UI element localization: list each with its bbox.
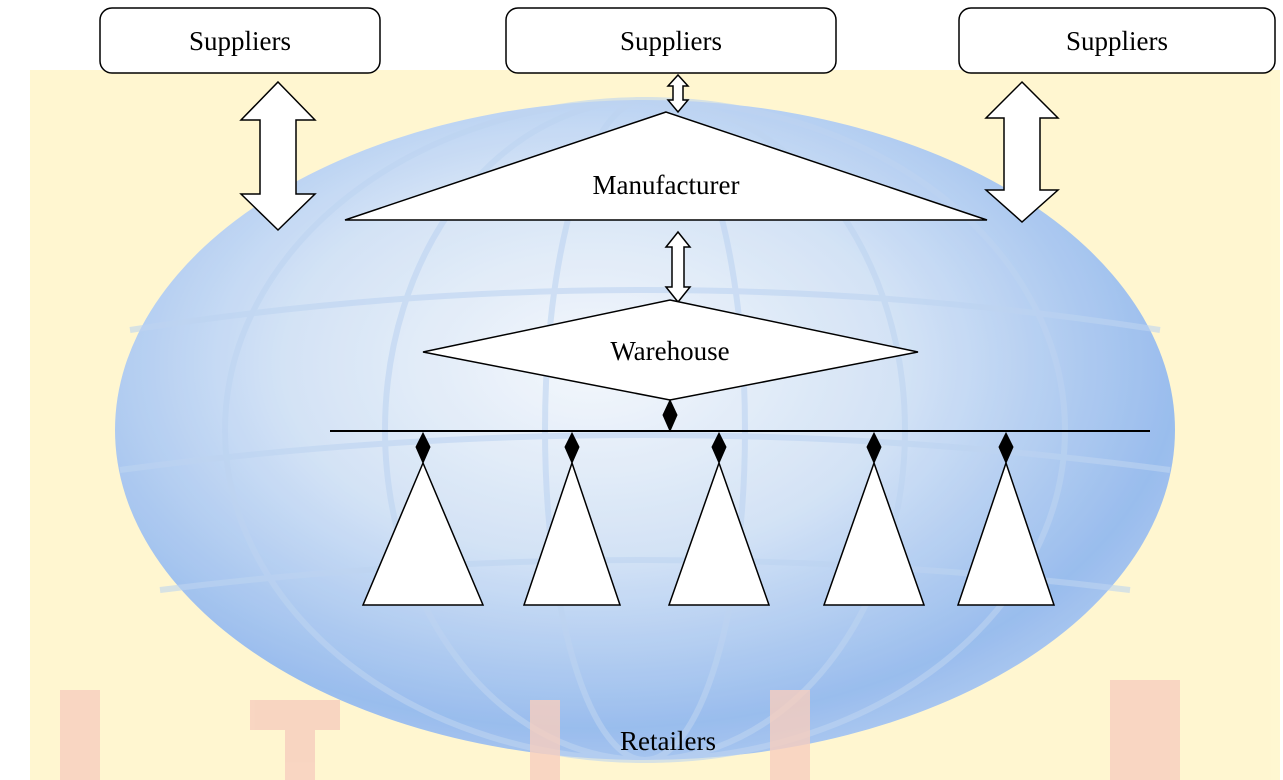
retailer-node-5 (956, 460, 1056, 606)
retailers-label: Retailers (620, 726, 716, 756)
supplier-label-1: Suppliers (189, 26, 291, 56)
retailer-node-4 (822, 460, 926, 606)
suppliers-row: Suppliers Suppliers Suppliers (99, 7, 1276, 74)
double-arrow-supplier-manufacturer (666, 73, 690, 114)
supplier-label-2: Suppliers (620, 26, 722, 56)
warehouse-label: Warehouse (610, 336, 729, 366)
supplier-node-2: Suppliers (505, 7, 837, 74)
retailer-node-3 (667, 460, 771, 606)
watermark-letters (60, 680, 1180, 780)
supplier-node-3: Suppliers (958, 7, 1276, 74)
double-arrow-left (239, 80, 317, 232)
supplier-label-3: Suppliers (1066, 26, 1168, 56)
double-arrow-right (984, 80, 1060, 224)
manufacturer-node: Manufacturer (344, 111, 988, 221)
retailer-node-1 (361, 461, 485, 606)
warehouse-node: Warehouse (422, 299, 919, 401)
retailer-node-2 (522, 460, 622, 606)
manufacturer-label: Manufacturer (593, 170, 740, 200)
supplier-node-1: Suppliers (99, 7, 381, 74)
retailers-group (361, 431, 1056, 606)
